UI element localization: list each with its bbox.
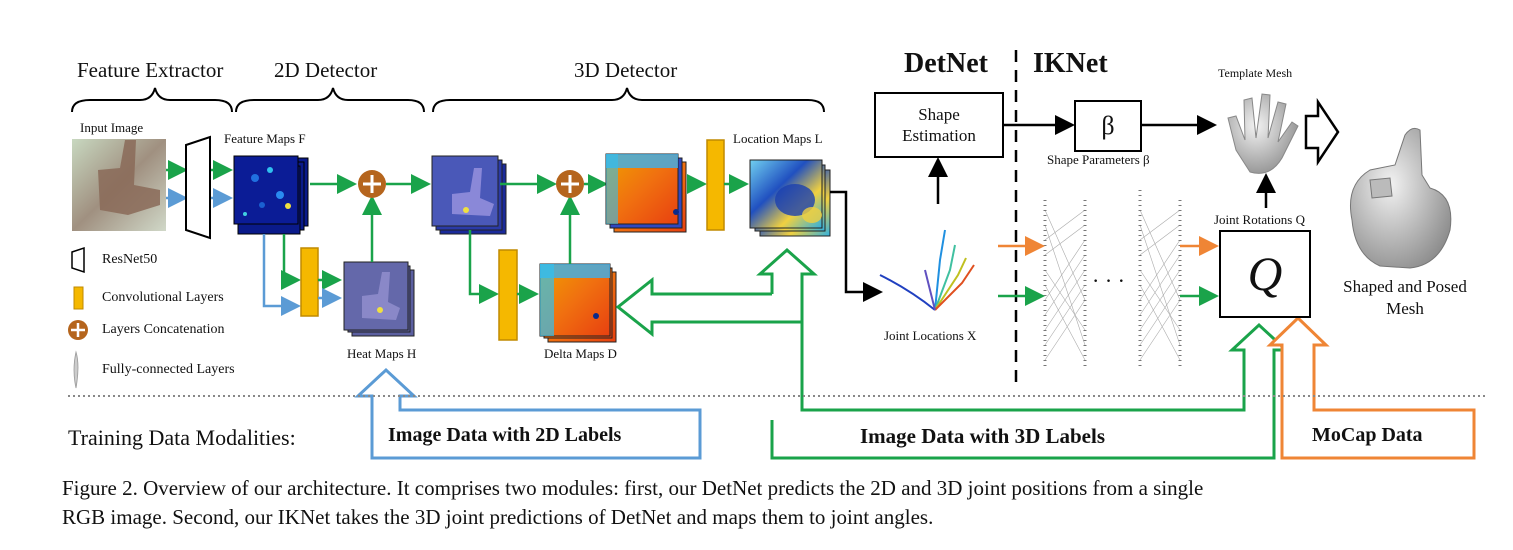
feature-to-conv2d-green [281, 234, 301, 290]
label-shaped-posed-mesh: Shaped and Posed Mesh [1343, 277, 1467, 318]
concat-1 [358, 170, 386, 198]
section-iknet: IKNet [1033, 48, 1108, 79]
arrow-3d-to-delta [615, 276, 802, 338]
conv-2d [300, 247, 319, 317]
concat-2 [556, 170, 584, 198]
beta-label: β [1101, 111, 1115, 140]
shape-estimation-box: Shape Estimation [874, 92, 1004, 158]
template-mesh [1227, 93, 1299, 174]
concat-stack [431, 155, 507, 235]
posed-mesh [1350, 127, 1452, 269]
section-3d-detector: 3D Detector [574, 58, 678, 82]
location-to-joints-arrow [830, 190, 883, 302]
label-ellipsis: · · · [1092, 268, 1125, 293]
legend-conv: Convolutional Layers [102, 290, 224, 305]
caption-line-2: RGB image. Second, our IKNet takes the 3… [62, 505, 934, 529]
label-heat-maps: Heat Maps H [347, 346, 417, 361]
legend-resnet-icon [71, 246, 85, 274]
figure-caption: Figure 2. Overview of our architecture. … [62, 474, 1482, 532]
q-box: Q [1219, 230, 1311, 318]
beta-box: β [1074, 100, 1142, 152]
label-feature-maps: Feature Maps F [224, 131, 306, 146]
label-location-maps: Location Maps L [733, 131, 823, 146]
joint-skeleton [879, 229, 975, 311]
training-title: Training Data Modalities: [68, 425, 296, 450]
input-hand [98, 140, 160, 215]
legend-concat: Layers Concatenation [102, 322, 225, 337]
delta-maps-stack [539, 263, 617, 343]
location-maps-stack [749, 159, 831, 237]
legend-fc: Fully-connected Layers [102, 362, 235, 377]
caption-line-1: Figure 2. Overview of our architecture. … [62, 476, 1204, 500]
section-detnet: DetNet [904, 48, 988, 79]
iknet-network [1043, 190, 1182, 370]
conv-3d-final [706, 139, 725, 231]
resnet-block [185, 135, 211, 240]
legend-concat-icon [68, 320, 88, 340]
brace-3d-detector [432, 87, 825, 113]
section-feature-extractor: Feature Extractor [77, 58, 224, 82]
feature-to-conv2d-blue [262, 234, 301, 316]
q-label: Q [1247, 247, 1283, 301]
brace-2d-detector [235, 87, 425, 113]
legend-conv-icon [73, 286, 84, 310]
mesh-hollow-arrow [1304, 97, 1340, 167]
shape-estimation-label: Shape Estimation [902, 105, 976, 145]
training-image-3d: Image Data with 3D Labels [860, 424, 1105, 448]
arrow-3d-to-location [756, 247, 1290, 460]
legend-fc-icon [73, 350, 79, 389]
training-image-2d: Image Data with 2D Labels [388, 424, 622, 446]
section-2d-detector: 2D Detector [274, 58, 378, 82]
training-mocap: MoCap Data [1312, 424, 1423, 446]
label-shape-parameters: Shape Parameters β [1047, 152, 1150, 167]
stack-to-conv3d-arrow [468, 230, 499, 304]
legend-resnet: ResNet50 [102, 252, 158, 267]
feature-maps-stack [233, 155, 309, 235]
brace-feature-extractor [71, 87, 233, 113]
heat-maps-stack [343, 261, 415, 337]
label-delta-maps: Delta Maps D [544, 346, 617, 361]
conv-3d [498, 249, 518, 341]
concat-stack-2 [605, 153, 687, 233]
label-input-image: Input Image [80, 120, 144, 135]
arrow-mocap-to-q [1266, 315, 1476, 460]
label-joint-rotations: Joint Rotations Q [1214, 212, 1306, 227]
label-template-mesh: Template Mesh [1218, 66, 1293, 80]
label-joint-locations: Joint Locations X [884, 328, 977, 343]
